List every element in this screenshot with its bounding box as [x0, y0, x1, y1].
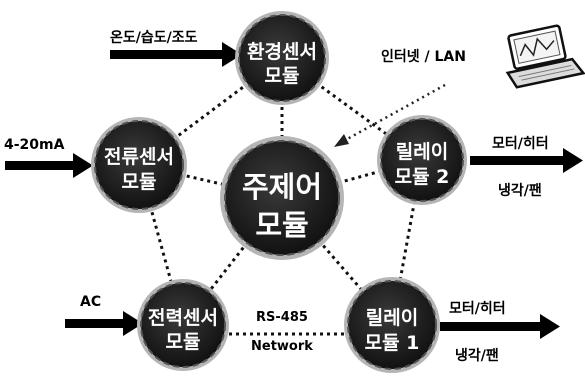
- current-node-label-1: 전류센서: [104, 146, 174, 168]
- relay2-output-arrow: [470, 156, 565, 165]
- env-node-label-2: 모듈: [265, 65, 300, 87]
- node-relay-2: [377, 115, 467, 205]
- main-node-label-2: 모듈: [255, 208, 308, 242]
- relay2-output-label-2: 냉각/팬: [498, 183, 542, 199]
- relay2-node-label-1: 릴레이: [396, 141, 448, 163]
- current-node-label-2: 모듈: [122, 171, 157, 193]
- power-node-label-1: 전력센서: [148, 307, 218, 329]
- laptop-icon: [505, 24, 585, 89]
- network-label: Network: [251, 339, 313, 354]
- env-input-arrowhead: [222, 42, 242, 67]
- relay1-output-label-1: 모터/히터: [449, 301, 506, 317]
- node-relay-1: [344, 277, 440, 373]
- power-node-label-2: 모듈: [166, 331, 201, 353]
- env-input-label: 온도/습도/조도: [110, 30, 198, 46]
- relay1-output-label-2: 냉각/팬: [455, 348, 499, 364]
- relay1-output-arrow: [440, 322, 542, 331]
- internet-arrow: [334, 83, 446, 147]
- relay1-node-label-2: 모듈 1: [365, 332, 420, 354]
- node-power-sensor: [137, 279, 229, 371]
- current-input-arrowhead: [73, 153, 93, 178]
- current-input-arrow: [5, 161, 75, 170]
- relay1-output-arrowhead: [540, 314, 560, 339]
- io-arrows: [5, 42, 583, 339]
- relay2-node-label-2: 모듈 2: [395, 166, 450, 188]
- relay1-node-label-1: 릴레이: [366, 307, 418, 329]
- main-node-label-1: 주제어: [242, 170, 322, 204]
- node-main-controller: [220, 136, 344, 260]
- node-current-sensor: [91, 117, 187, 213]
- power-input-label: AC: [80, 294, 102, 310]
- node-env-sensor: [235, 11, 329, 105]
- internet-label: 인터넷 / LAN: [381, 49, 466, 65]
- relay2-output-arrowhead: [563, 148, 583, 173]
- relay2-output-label-1: 모터/히터: [492, 136, 549, 152]
- current-input-label: 4-20mA: [4, 137, 65, 153]
- env-input-arrow: [110, 50, 224, 59]
- rs485-label: RS-485: [256, 310, 308, 325]
- power-input-arrowhead: [123, 311, 143, 336]
- power-input-arrow: [65, 319, 125, 328]
- env-node-label-1: 환경센서: [247, 41, 317, 63]
